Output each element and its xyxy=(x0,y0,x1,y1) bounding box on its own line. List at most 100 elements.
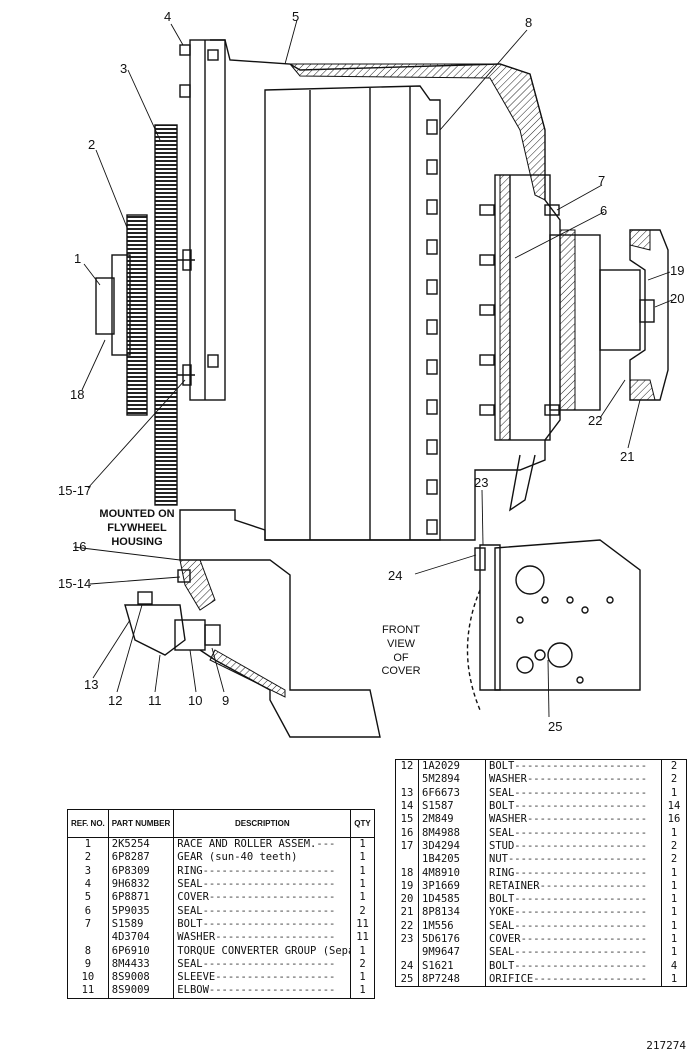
part-number: 2M849 xyxy=(418,813,486,827)
quantity: 16 xyxy=(667,813,681,826)
sun-gear xyxy=(126,214,148,416)
callout-16: 16 xyxy=(72,539,87,554)
yoke-bolt xyxy=(639,299,655,323)
description-text: BOLT xyxy=(177,917,203,930)
quantity: 1 xyxy=(359,891,366,904)
description-text: RING xyxy=(177,864,203,877)
ref-number: 12 xyxy=(395,759,419,774)
callout-12: 12 xyxy=(108,693,123,708)
leader-dashes: --------------------- xyxy=(514,906,648,919)
leader-dashes: --- xyxy=(316,838,336,851)
ref-number: 18 xyxy=(395,866,419,880)
flywheel-gear xyxy=(154,124,178,506)
description: BOLT--------------------- xyxy=(485,959,662,973)
description-text: WASHER xyxy=(489,773,527,786)
description-text: ELBOW xyxy=(177,984,209,997)
rear-bolts xyxy=(479,204,560,416)
part-number: 3P1669 xyxy=(418,879,486,893)
description-text: GEAR xyxy=(177,851,203,864)
front-view-note: FRONT VIEW OF COVER xyxy=(381,624,421,678)
description: WASHER------------------- xyxy=(485,773,662,787)
table-header: REF. NO. PART NUMBER DESCRIPTION QTY xyxy=(67,809,375,838)
bearing-nut xyxy=(95,277,115,335)
leader-dashes: --------------------- xyxy=(202,917,336,930)
ref-number xyxy=(67,931,109,945)
leader-dashes: ------------------- xyxy=(526,813,648,826)
seal-9 xyxy=(204,624,221,646)
callout-1: 1 xyxy=(74,251,82,266)
part-number: 6P8287 xyxy=(108,851,175,865)
description: BOLT--------------------- xyxy=(485,892,662,907)
description-text: TORQUE CONVERTER GROUP xyxy=(177,944,317,957)
elbow xyxy=(124,604,186,656)
description: TORQUE CONVERTER GROUP (Separate Illustr… xyxy=(173,944,352,958)
race-assembly xyxy=(111,254,131,356)
quantity: 4 xyxy=(670,959,678,972)
ref-number: 19 xyxy=(395,879,419,893)
callout-11: 11 xyxy=(148,693,162,708)
ref-number: 25 xyxy=(395,972,419,987)
part-number: 8P8134 xyxy=(418,906,486,920)
leader-dashes: -------------------- xyxy=(208,891,336,904)
ref-number: 24 xyxy=(395,959,419,973)
ref-number: 14 xyxy=(395,799,419,814)
leader-dashes: --------------------- xyxy=(514,866,648,879)
quantity: 2 xyxy=(670,773,678,786)
ref-number: 23 xyxy=(395,932,419,947)
description: SEAL--------------------- xyxy=(173,877,352,892)
description: STUD--------------------- xyxy=(485,839,662,854)
description: SEAL--------------------- xyxy=(173,904,352,918)
callout-19: 19 xyxy=(670,263,685,278)
description: COVER-------------------- xyxy=(485,932,662,947)
description-text: COVER xyxy=(177,891,209,904)
leader-dashes: --------------------- xyxy=(514,959,648,972)
description: RETAINER----------------- xyxy=(485,879,662,893)
description: BOLT--------------------- xyxy=(485,759,662,774)
mounted-note: MOUNTED ON FLYWHEEL HOUSING xyxy=(99,508,175,548)
leader-dashes: --------------------- xyxy=(202,904,336,917)
leader-dashes: ------------------- xyxy=(215,971,336,984)
description: SEAL--------------------- xyxy=(485,826,662,840)
ref-number: 20 xyxy=(395,892,419,907)
description-text: SEAL xyxy=(489,919,515,932)
description-text: SLEEVE xyxy=(177,971,216,984)
part-number: 4M8910 xyxy=(418,866,486,880)
quantity: 1 xyxy=(359,984,366,997)
leader-dashes: --------------------- xyxy=(514,946,648,959)
description-text: BOLT xyxy=(489,800,515,813)
part-number: 6P6910 xyxy=(108,944,175,958)
part-number: 1M556 xyxy=(418,919,486,933)
description: BOLT--------------------- xyxy=(485,799,662,814)
description: ORIFICE------------------ xyxy=(485,972,662,987)
leader-dashes: --------------------- xyxy=(202,878,336,891)
ref-number: 15 xyxy=(395,813,419,827)
part-number: S1621 xyxy=(418,959,486,973)
leader-dashes: ----------------- xyxy=(539,879,648,892)
exploded-view-drawing xyxy=(73,19,673,738)
ref-number xyxy=(395,773,419,787)
ref-number: 4 xyxy=(67,877,109,892)
description-text: SEAL xyxy=(177,957,203,970)
callout-24: 24 xyxy=(388,568,403,583)
part-number: 1B4205 xyxy=(418,853,486,867)
description: RACE AND ROLLER ASSEM.--- xyxy=(173,837,352,852)
callout-3: 3 xyxy=(120,61,128,76)
leader-dashes: --------------------- xyxy=(514,800,648,813)
part-number: 5D6176 xyxy=(418,932,486,947)
col-desc: DESCRIPTION xyxy=(173,809,352,838)
quantity: 1 xyxy=(670,946,678,959)
front-cover-plate xyxy=(494,539,641,691)
part-number: 9H6832 xyxy=(108,877,175,892)
bolt-12 xyxy=(137,591,153,605)
quantity: 1 xyxy=(670,919,678,932)
leader-lines xyxy=(73,19,673,718)
